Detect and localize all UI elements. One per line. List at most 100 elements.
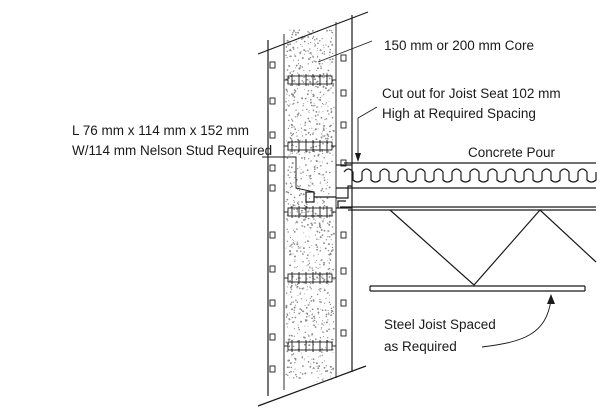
stipple-dot (331, 246, 334, 249)
stipple-dot (325, 205, 327, 207)
stipple-dot (288, 318, 291, 321)
stipple-dot (303, 129, 306, 131)
stipple-dot (316, 381, 318, 383)
stipple-dot (331, 32, 334, 34)
stipple-dot (291, 118, 293, 120)
stipple-dot (316, 246, 319, 248)
stipple-dot (331, 58, 334, 61)
stipple-dot (324, 247, 327, 250)
stipple-dot (323, 53, 326, 55)
stipple-dot (298, 328, 301, 331)
stipple-dot (293, 171, 296, 173)
stipple-dot (325, 182, 327, 184)
form-clip (340, 121, 347, 129)
stipple-dot (293, 91, 296, 94)
stipple-dot (294, 174, 296, 176)
stipple-dot (330, 309, 333, 312)
stipple-dot (303, 287, 305, 289)
stipple-dot (306, 265, 308, 267)
stipple-dot (301, 221, 303, 224)
stipple-dot (325, 102, 328, 104)
stipple-dot (307, 131, 310, 134)
stipple-dot (309, 297, 311, 300)
stipple-dot (290, 171, 292, 174)
stipple-dot (302, 355, 304, 357)
stipple-dot (315, 81, 317, 83)
stipple-dot (285, 88, 288, 91)
stipple-dot (305, 319, 308, 322)
stipple-dot (294, 368, 296, 370)
stipple-dot (322, 77, 324, 79)
stipple-dot (319, 236, 322, 239)
stipple-dot (290, 193, 292, 196)
stipple-dot (315, 160, 318, 163)
stipple-dot (308, 209, 310, 211)
angle-leader (262, 156, 315, 193)
stipple-dot (294, 82, 296, 84)
stipple-dot (304, 331, 307, 334)
stipple-dot (321, 274, 323, 276)
stipple-dot (309, 365, 312, 368)
stipple-dot (331, 239, 332, 241)
stipple-dot (289, 103, 291, 105)
stipple-dot (293, 196, 296, 199)
stipple-dot (329, 303, 332, 306)
stipple-dot (317, 42, 319, 45)
stipple-dot (320, 67, 322, 70)
stipple-dot (286, 218, 288, 221)
stipple-dot (330, 375, 332, 377)
stipple-dot (291, 138, 293, 140)
stipple-dot (328, 301, 331, 304)
stipple-dot (296, 266, 298, 267)
stipple-dot (318, 172, 321, 175)
stipple-dot (298, 189, 301, 191)
stipple-dot (318, 111, 320, 113)
stipple-dot (310, 146, 313, 149)
stipple-dot (314, 43, 315, 45)
stipple-dot (288, 359, 291, 362)
stipple-dot (286, 366, 289, 369)
stipple-dot (332, 220, 334, 222)
stipple-dot (321, 188, 324, 190)
stipple-dot (285, 247, 287, 249)
stipple-dot (310, 282, 312, 285)
stipple-dot (325, 239, 328, 241)
stipple-dot (289, 137, 292, 140)
stipple-dot (301, 212, 303, 214)
stipple-dot (289, 245, 291, 248)
stipple-dot (332, 122, 334, 124)
stipple-dot (286, 56, 288, 59)
stipple-dot (289, 171, 291, 173)
stipple-dot (321, 309, 324, 312)
stipple-dot (327, 45, 330, 48)
stipple-dot (314, 60, 317, 63)
stipple-dot (294, 116, 297, 118)
stipple-dot (287, 174, 290, 176)
stipple-dot (286, 39, 289, 42)
stipple-dot (306, 257, 308, 260)
stipple-dot (304, 88, 306, 90)
stipple-dot (331, 30, 333, 32)
stipple-dot (293, 309, 295, 311)
stipple-dot (308, 79, 310, 81)
stipple-dot (327, 280, 329, 282)
stipple-dot (322, 335, 325, 338)
stipple-dot (329, 63, 331, 65)
stipple-dot (300, 320, 303, 323)
stipple-dot (328, 51, 331, 54)
stipple-dot (312, 56, 315, 58)
stipple-dot (294, 54, 295, 56)
stipple-dot (286, 91, 289, 93)
stipple-dot (325, 315, 328, 318)
stipple-dot (298, 185, 300, 188)
stipple-dot (319, 164, 322, 167)
stipple-dot (329, 88, 331, 90)
stipple-dot (320, 65, 322, 67)
stipple-dot (288, 166, 291, 168)
form-clip (340, 329, 347, 337)
stipple-dot (286, 286, 288, 288)
stipple-dot (293, 150, 296, 152)
stipple-dot (332, 84, 335, 87)
stipple-dot (332, 130, 335, 132)
